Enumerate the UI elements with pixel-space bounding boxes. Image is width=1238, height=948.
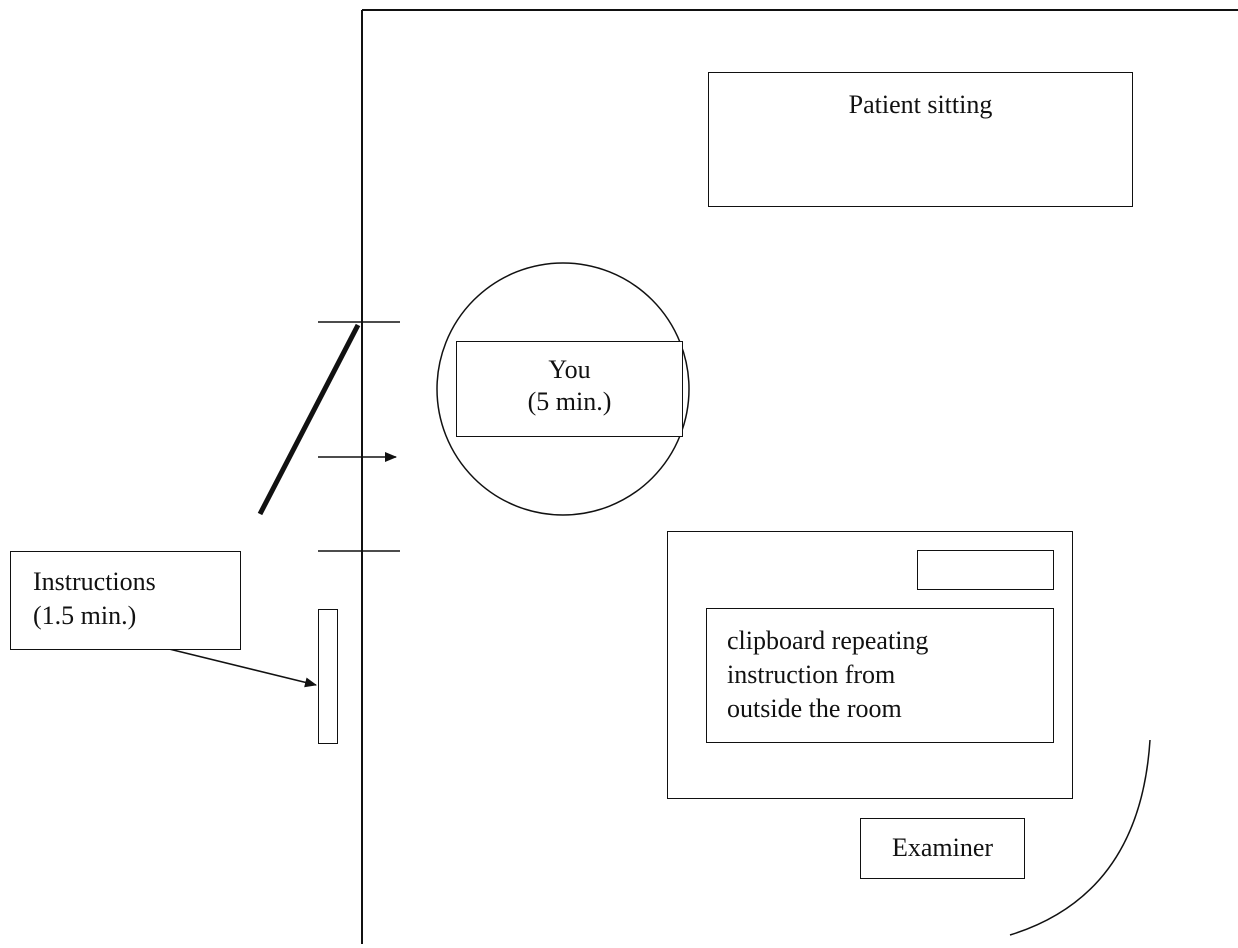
clipboard	[917, 550, 1054, 590]
instructions-box: Instructions (1.5 min.)	[10, 551, 241, 650]
clipboard-note-box: clipboard repeating instruction from out…	[706, 608, 1054, 743]
instructions-duration: (1.5 min.)	[33, 601, 137, 630]
you-label: You	[548, 355, 591, 384]
you-box: You (5 min.)	[456, 341, 683, 437]
you-duration: (5 min.)	[527, 387, 612, 416]
clipboard-note-line-2: instruction from	[727, 660, 896, 689]
examiner-curve	[1009, 739, 1151, 936]
instructions-arrow	[164, 647, 317, 688]
clipboard-note-line-3: outside the room	[727, 694, 902, 723]
clipboard-note-line-1: clipboard repeating	[727, 626, 929, 655]
candidate-circle	[436, 262, 690, 516]
door-leaf	[257, 323, 361, 516]
instructions-label: Instructions	[33, 567, 156, 596]
patient-box: Patient sitting	[708, 72, 1133, 207]
examiner-box: Examiner	[860, 818, 1025, 879]
examiner-label: Examiner	[891, 833, 994, 862]
patient-label: Patient sitting	[848, 90, 993, 119]
instruction-sheet	[318, 609, 338, 744]
